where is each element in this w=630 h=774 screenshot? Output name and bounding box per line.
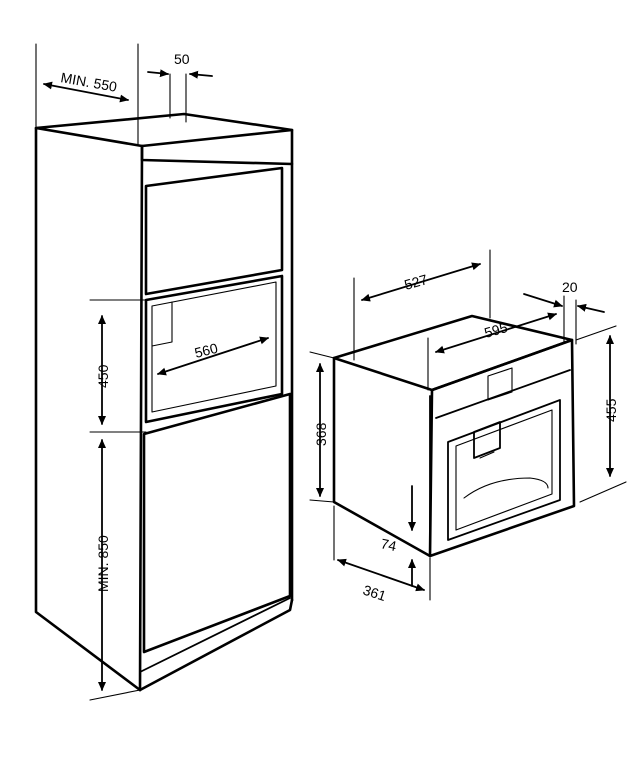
d361-arrow xyxy=(337,558,425,592)
coffee-opening-outer xyxy=(447,399,561,541)
guide-line xyxy=(575,325,617,341)
guide-line xyxy=(579,481,627,503)
d450-label: 450 xyxy=(95,364,111,388)
d455-label: 455 xyxy=(603,398,619,422)
d368-label: 368 xyxy=(313,422,329,446)
lower-door xyxy=(142,392,292,654)
d50-arrow-right xyxy=(189,70,213,79)
niche-inner xyxy=(151,281,277,413)
d595-arrow xyxy=(435,312,557,354)
cabinet-front-edge xyxy=(138,144,144,692)
d595-label: 595 xyxy=(482,319,509,341)
niche-depth-line xyxy=(151,301,173,347)
d361-label: 361 xyxy=(361,582,388,605)
d20-arrow-right xyxy=(577,303,605,313)
tall-cabinet xyxy=(34,112,294,692)
left-guide-lines xyxy=(35,43,187,701)
d560-label: 560 xyxy=(193,340,220,361)
d560-arrow xyxy=(157,336,269,376)
d74-label: 74 xyxy=(379,535,398,554)
niche-frame xyxy=(144,274,284,424)
spout-tip xyxy=(479,451,495,459)
drip-tray xyxy=(463,477,549,499)
min-550-arrow xyxy=(43,81,129,103)
upper-door xyxy=(144,166,284,296)
guide-line xyxy=(309,499,335,503)
appliance-side-face xyxy=(332,356,432,558)
right-guide-lines xyxy=(309,249,627,601)
display-icon xyxy=(487,367,513,401)
d20-arrow-left xyxy=(523,293,563,308)
cabinet-side-panel xyxy=(34,126,142,692)
d50-label: 50 xyxy=(174,51,190,67)
cabinet-top-front xyxy=(140,128,294,166)
cabinet-base xyxy=(138,598,294,692)
d527-arrow xyxy=(361,262,481,302)
cabinet-top-face xyxy=(34,112,294,148)
d527-label: 527 xyxy=(402,271,429,293)
coffee-spout xyxy=(473,421,501,459)
appliance xyxy=(332,314,576,558)
min-850-label: MIN. 850 xyxy=(95,535,111,592)
min-550-label: MIN. 550 xyxy=(59,69,118,95)
guide-line xyxy=(309,351,335,359)
control-strip-line xyxy=(435,369,571,419)
d20-label: 20 xyxy=(562,279,578,295)
cabinet-base-line xyxy=(139,597,291,673)
coffee-opening-inner xyxy=(455,409,553,531)
d50-arrow-left xyxy=(147,69,169,78)
guide-line xyxy=(89,689,141,701)
